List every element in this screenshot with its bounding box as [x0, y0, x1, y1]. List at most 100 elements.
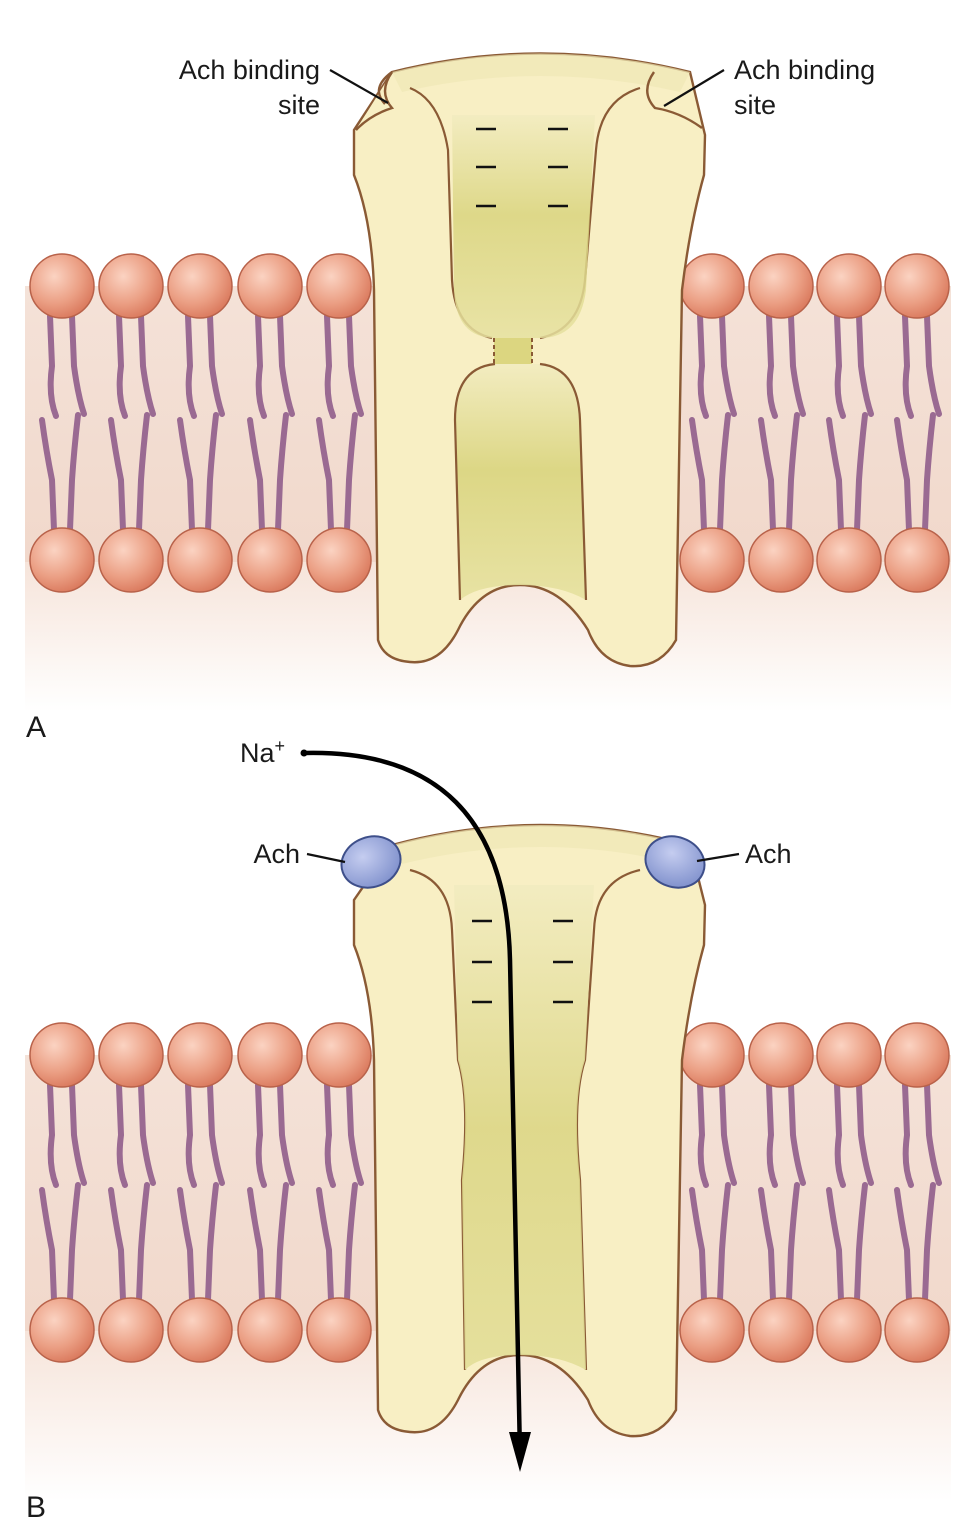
negative-charges-b — [472, 919, 573, 1004]
lipid-tail — [108, 417, 126, 533]
lipid-tail — [894, 417, 912, 533]
phospholipid — [29, 1022, 95, 1363]
panel-letter-a: A — [26, 711, 46, 744]
lipid-tail — [856, 1082, 874, 1186]
binding-site-label-left-line1: Ach binding — [179, 55, 320, 85]
lipid-head — [679, 253, 745, 319]
lipid-head — [816, 253, 882, 319]
lipid-head — [679, 1022, 745, 1088]
lipid-tail — [826, 417, 844, 533]
lipid-tail — [346, 313, 364, 417]
lipid-head — [679, 527, 745, 593]
lipid-head — [237, 527, 303, 593]
lipid-tail — [255, 313, 267, 419]
lipid-head — [816, 1297, 882, 1363]
lipid-tail — [185, 313, 197, 419]
lipid-tail — [788, 1082, 806, 1186]
binding-site-label-right-line1: Ach binding — [734, 55, 875, 85]
ach-label-right: Ach — [745, 839, 792, 869]
phospholipid — [816, 1022, 882, 1363]
phospholipid — [237, 1022, 303, 1363]
phospholipid — [884, 253, 950, 593]
phospholipid — [167, 253, 233, 593]
lipid-tail — [689, 417, 707, 533]
binding-site-label-right-line2: site — [734, 90, 776, 120]
lipid-head — [237, 1297, 303, 1363]
lipid-tail — [788, 313, 806, 417]
lipid-tail — [834, 313, 846, 419]
lipid-tail — [275, 1182, 289, 1303]
lipid-head — [306, 1022, 372, 1088]
phospholipid — [98, 253, 164, 593]
lipid-tail — [205, 1182, 219, 1303]
negative-charges-a — [476, 127, 568, 208]
lipid-tail — [205, 412, 219, 533]
lipid-tail — [894, 1187, 912, 1303]
lipid-head — [29, 527, 95, 593]
phospholipid — [748, 253, 814, 593]
lipid-bilayer-b — [29, 1022, 950, 1363]
phospholipid — [306, 1022, 372, 1363]
phospholipid — [98, 1022, 164, 1363]
lipid-tail — [69, 1082, 87, 1186]
lipid-tail — [324, 1082, 336, 1188]
lipid-tail — [856, 313, 874, 417]
lipid-head — [98, 253, 164, 319]
binding-site-label-left-line2: site — [278, 90, 320, 120]
phospholipid — [167, 1022, 233, 1363]
lipid-tail — [924, 313, 942, 417]
sodium-flow-arrow — [300, 749, 531, 1472]
lipid-tail — [108, 1187, 126, 1303]
lipid-tail — [277, 313, 295, 417]
lipid-tail — [786, 1182, 800, 1303]
lipid-head — [679, 1297, 745, 1363]
lipid-tail — [277, 1082, 295, 1186]
phospholipid — [237, 253, 303, 593]
lipid-tail — [697, 1082, 709, 1188]
panel-b: Ach Ach Na+ B — [25, 736, 951, 1524]
lipid-tail — [766, 1082, 778, 1188]
lipid-tail — [719, 1082, 737, 1186]
lipid-head — [237, 1022, 303, 1088]
lipid-tail — [207, 313, 225, 417]
lipid-tail — [136, 1182, 150, 1303]
lipid-head — [167, 527, 233, 593]
lipid-tail — [902, 1082, 914, 1188]
leader-line-left-b — [306, 852, 346, 864]
lipid-head — [306, 1297, 372, 1363]
lipid-tail — [324, 313, 336, 419]
lipid-tail — [247, 417, 265, 533]
lipid-head — [167, 1297, 233, 1363]
lipid-head — [237, 253, 303, 319]
lipid-head — [306, 253, 372, 319]
lipid-tail — [344, 1182, 358, 1303]
lipid-tail — [766, 313, 778, 419]
lipid-tail — [67, 412, 81, 533]
lipid-bilayer-a — [29, 253, 950, 593]
lipid-head — [98, 1297, 164, 1363]
lipid-tail — [69, 313, 87, 417]
lipid-head — [748, 1022, 814, 1088]
lipid-head — [748, 253, 814, 319]
lipid-tail — [116, 1082, 128, 1188]
lipid-tail — [717, 1182, 731, 1303]
lipid-tail — [854, 412, 868, 533]
lipid-tail — [344, 412, 358, 533]
lipid-tail — [758, 417, 776, 533]
lipid-tail — [758, 1187, 776, 1303]
lipid-tail — [697, 313, 709, 419]
channel-protein-closed — [352, 52, 707, 668]
lipid-head — [884, 1022, 950, 1088]
leader-line-right-b — [696, 852, 740, 863]
lipid-tail — [138, 313, 156, 417]
lipid-tail — [207, 1082, 225, 1186]
panel-a: Ach binding site Ach binding site A — [25, 52, 951, 744]
channel-protein-open — [352, 823, 707, 1438]
lipid-head — [816, 527, 882, 593]
lipid-head — [29, 253, 95, 319]
ach-label-left: Ach — [253, 839, 300, 869]
lipid-tail — [255, 1082, 267, 1188]
lipid-tail — [39, 417, 57, 533]
phospholipid — [884, 1022, 950, 1363]
